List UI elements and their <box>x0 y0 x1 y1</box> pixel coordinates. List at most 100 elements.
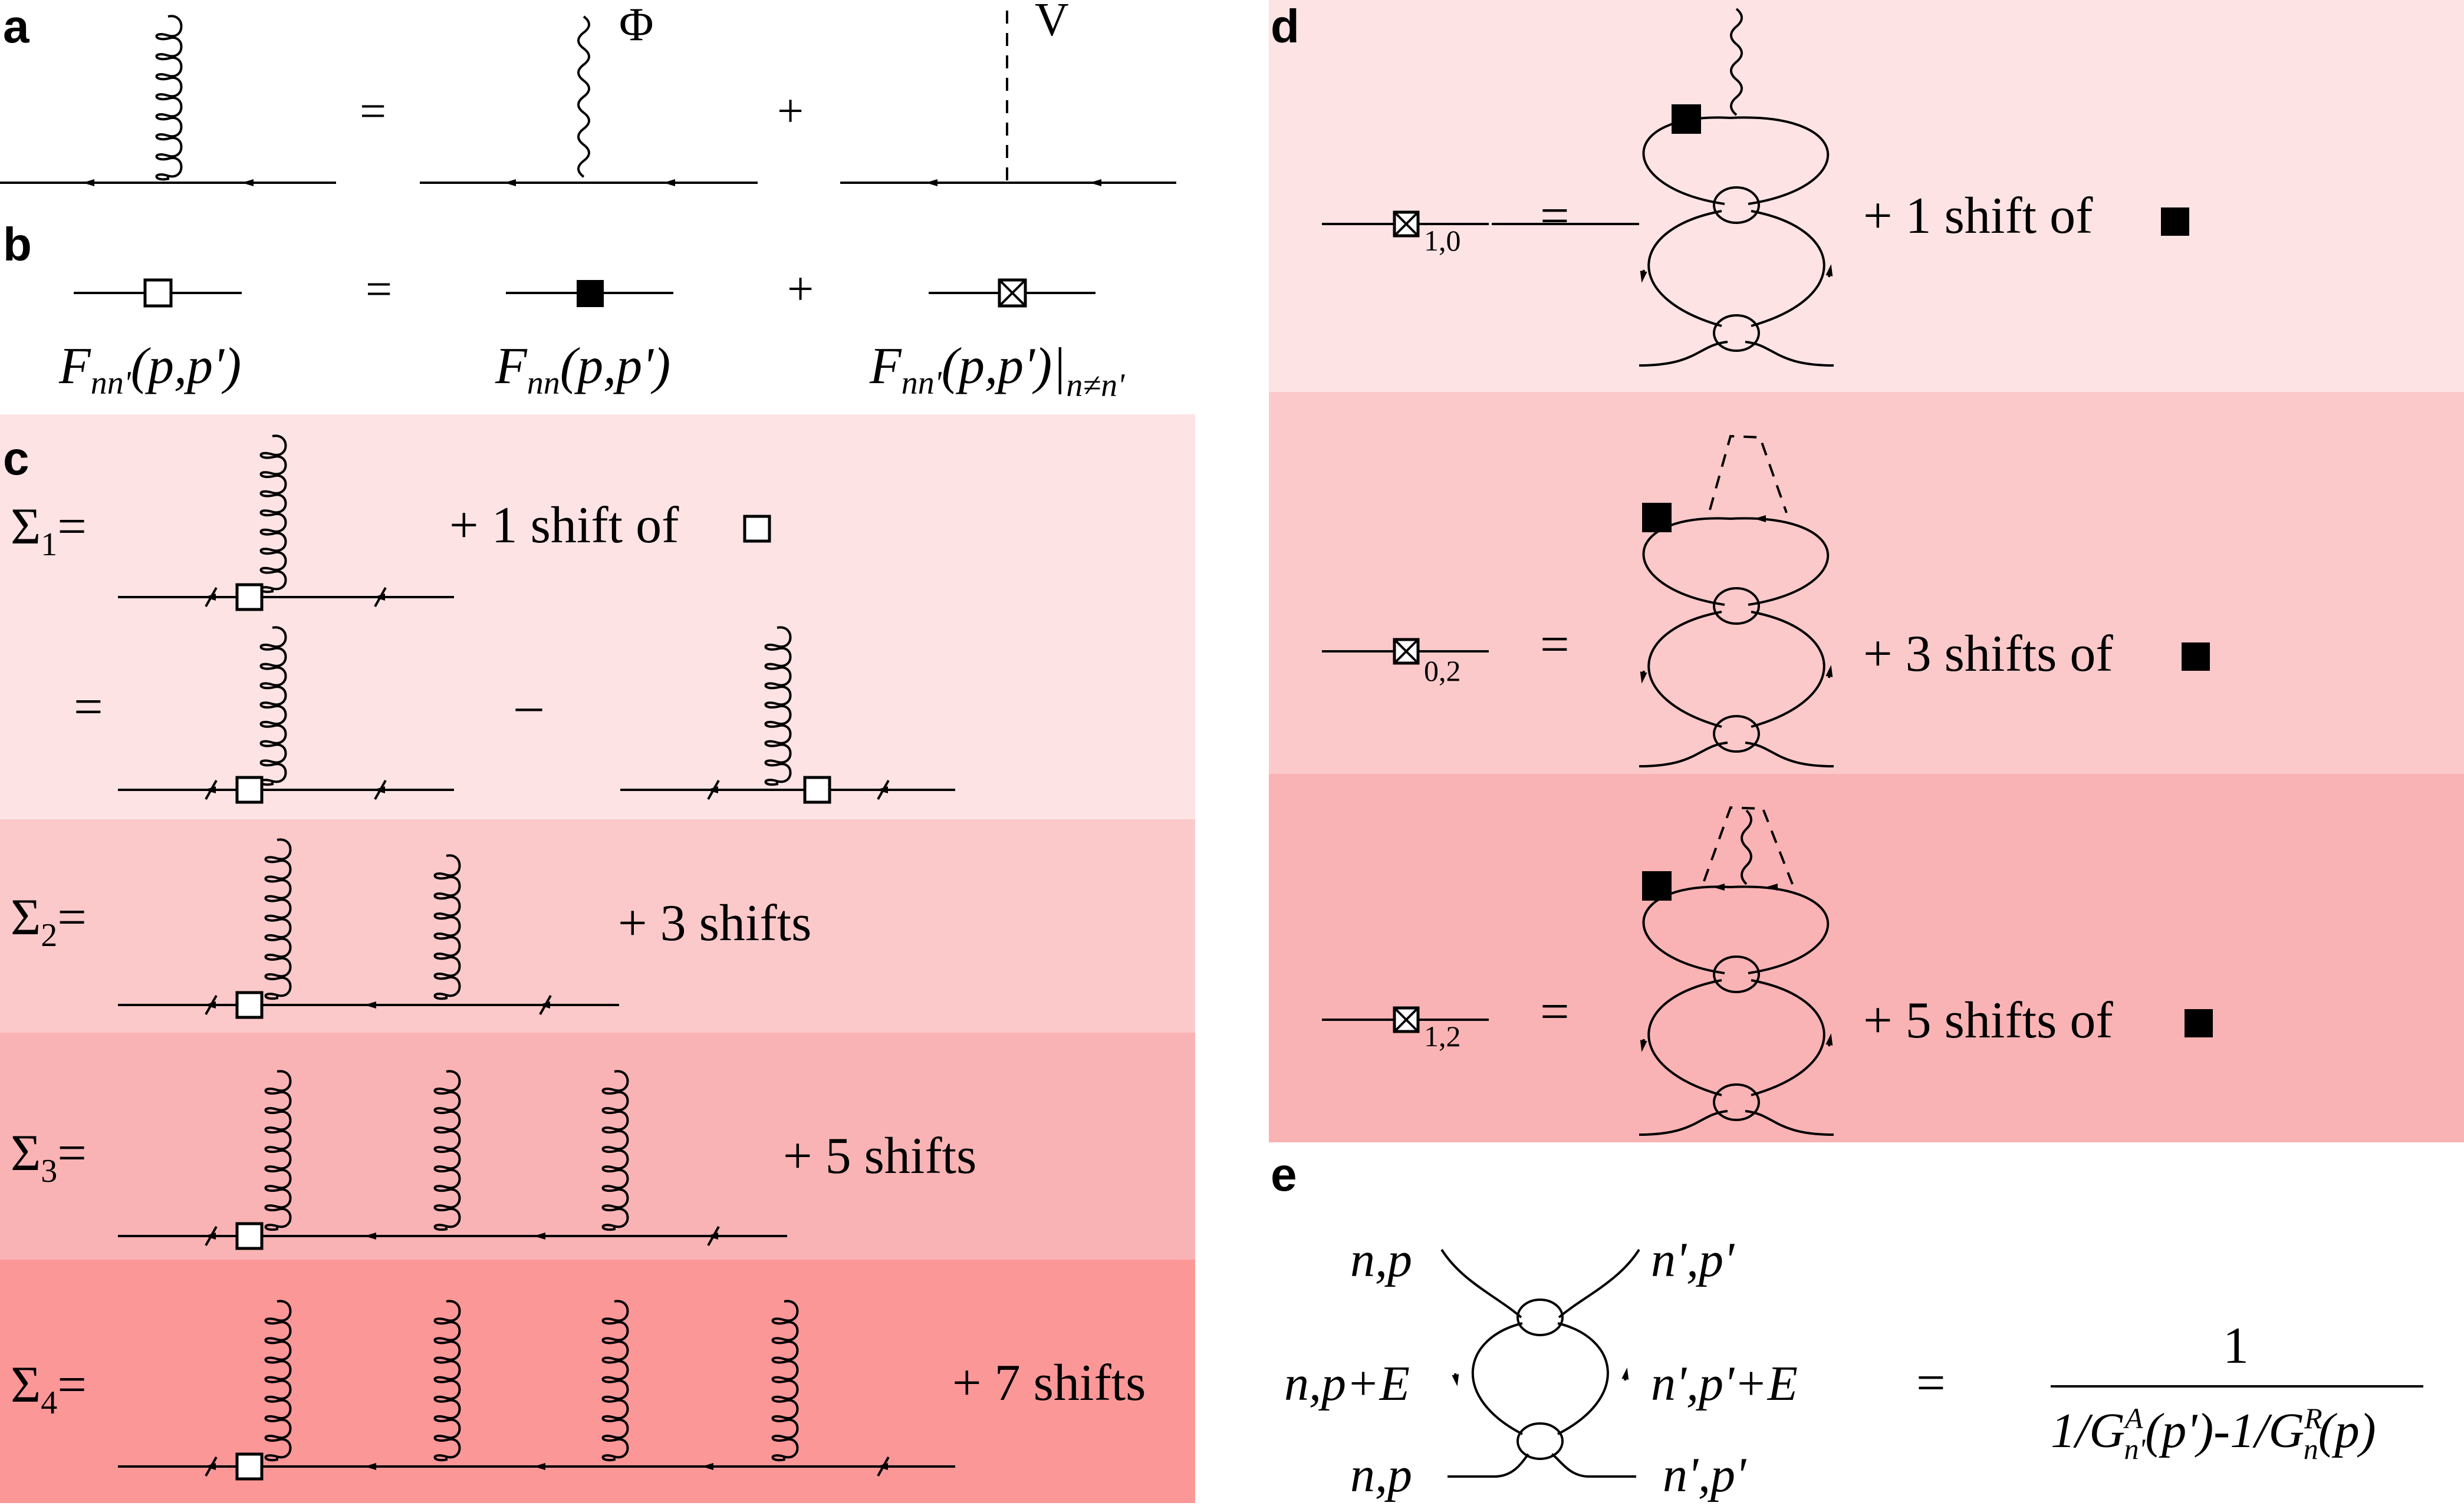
fermion-line <box>1557 1322 1609 1435</box>
gluon-loop-icon <box>259 434 287 594</box>
open-square-icon <box>235 991 264 1019</box>
sigma-3-label: Σ3= <box>11 1125 87 1189</box>
fermion-line <box>1751 979 1825 1096</box>
gluon-loop-icon <box>433 1300 461 1462</box>
filled-square-icon <box>2161 207 2189 236</box>
fermion-line <box>1558 1248 1640 1319</box>
open-square-icon <box>235 1222 264 1250</box>
gluon-loop-icon <box>601 1300 629 1462</box>
gluon-loop-icon <box>764 626 792 786</box>
fermion-line <box>1551 1453 1636 1478</box>
filled-square-icon <box>2182 642 2210 671</box>
self-energy-diagrams <box>118 434 955 1481</box>
crossed-square-icon <box>1393 1007 1419 1033</box>
minus-sign: – <box>515 677 542 734</box>
arrow-icon <box>1621 1367 1629 1381</box>
filled-square-icon <box>1642 871 1672 901</box>
e-label-mid-right: n',p'+E <box>1651 1356 1798 1411</box>
fermion-line <box>1448 1453 1529 1478</box>
plus-sign: + <box>787 263 814 315</box>
vertex-diagrams <box>1322 8 1834 1136</box>
vertex-circle-icon <box>1713 186 1760 224</box>
gluon-loop-icon <box>771 1300 799 1462</box>
vertex-circle-icon <box>1713 1083 1760 1121</box>
panel-d-band-2 <box>1269 392 2464 774</box>
fermion-loop <box>1642 517 1829 606</box>
equals-sign: = <box>74 678 103 736</box>
shift-text-sigma1: + 1 shift of <box>449 497 679 554</box>
wavy-photon-icon <box>1730 8 1743 116</box>
filled-square-icon <box>2185 1009 2213 1037</box>
panel-b-label: b <box>3 218 32 271</box>
shift-text-d3: + 5 shifts of <box>1863 992 2113 1049</box>
vertex-circle-icon <box>1713 587 1760 625</box>
gluon-loop-icon <box>264 838 292 1000</box>
filled-square-icon <box>1672 104 1701 134</box>
fermion-line <box>1471 1322 1523 1435</box>
arrow-icon <box>1825 665 1833 678</box>
fermion-line <box>1745 742 1834 767</box>
fermion-line <box>1647 979 1722 1096</box>
crossed-square-icon <box>1393 211 1419 237</box>
panel-c-label: c <box>3 432 29 485</box>
shift-text-d2: + 3 shifts of <box>1863 625 2113 683</box>
gluon-loop-icon <box>155 15 183 181</box>
panel-d-label: d <box>1271 0 1300 52</box>
phi-label: Φ <box>619 0 653 51</box>
fermion-line <box>1639 1110 1728 1136</box>
shift-text-sigma4: + 7 shifts <box>952 1355 1146 1412</box>
filled-square-icon <box>1642 503 1672 532</box>
d-row1-sub: 1,0 <box>1424 224 1461 257</box>
fermion-line <box>1745 1110 1834 1136</box>
e-label-top-left: n,p <box>1350 1233 1412 1287</box>
fermion-line <box>1751 611 1825 728</box>
equals-sign: = <box>1540 187 1570 245</box>
gluon-loop-icon <box>433 1070 461 1231</box>
shift-text-d1: + 1 shift of <box>1863 187 2093 245</box>
equals-sign: = <box>1540 616 1570 673</box>
vertex-circle-icon <box>1713 715 1760 753</box>
equals-sign: = <box>1916 1355 1946 1412</box>
e-label-top-right: n',p' <box>1651 1233 1735 1287</box>
fraction-numerator: 1 <box>2223 1317 2249 1375</box>
gluon-loop-icon <box>433 854 461 1000</box>
gluon-loop-icon <box>601 1070 629 1231</box>
fermion-line <box>1440 1248 1522 1319</box>
caption-f-nn: Fnn(p,p') <box>495 338 670 401</box>
fermion-line <box>1647 611 1722 728</box>
panel-c-band-3 <box>0 1033 1195 1260</box>
gluon-loop-icon <box>264 1300 292 1462</box>
panel-a-label: a <box>3 0 29 52</box>
vertex-circle-icon <box>1713 314 1760 352</box>
shift-text-sigma3: + 5 shifts <box>783 1128 976 1185</box>
plus-sign: + <box>777 85 804 137</box>
panel-c-band-4 <box>0 1260 1195 1503</box>
panel-d-band-3 <box>1269 774 2464 1142</box>
gluon-loop-icon <box>155 15 183 181</box>
e-label-bottom-right: n',p' <box>1663 1448 1747 1502</box>
sigma-4-label: Σ4= <box>11 1356 87 1421</box>
fermion-line <box>1639 742 1728 767</box>
panel-e-label: e <box>1271 1148 1297 1201</box>
fermion-loop <box>1642 116 1829 205</box>
gluon-loop-icon <box>264 1070 292 1231</box>
dashed-line-icon <box>1709 434 1788 513</box>
caption-f-nnprime: Fnn'(p,p') <box>58 338 241 401</box>
fermion-line <box>1647 210 1722 327</box>
panel-c-band-2 <box>0 819 1195 1033</box>
dashed-line-icon <box>1703 806 1794 885</box>
filled-square-icon <box>577 280 604 307</box>
open-square-icon <box>803 776 831 804</box>
vertex-circle-icon <box>1516 1422 1564 1460</box>
panel-c-band-1 <box>0 414 1195 819</box>
v-label: V <box>1035 0 1069 46</box>
panel-d-band-1 <box>1269 0 2464 392</box>
arrow-icon <box>1452 1373 1459 1386</box>
open-square-icon <box>143 278 173 308</box>
equals-sign: = <box>1540 983 1570 1040</box>
fermion-line <box>1751 210 1825 327</box>
shift-text-sigma2: + 3 shifts <box>618 895 811 952</box>
fermion-line <box>1745 341 1834 367</box>
